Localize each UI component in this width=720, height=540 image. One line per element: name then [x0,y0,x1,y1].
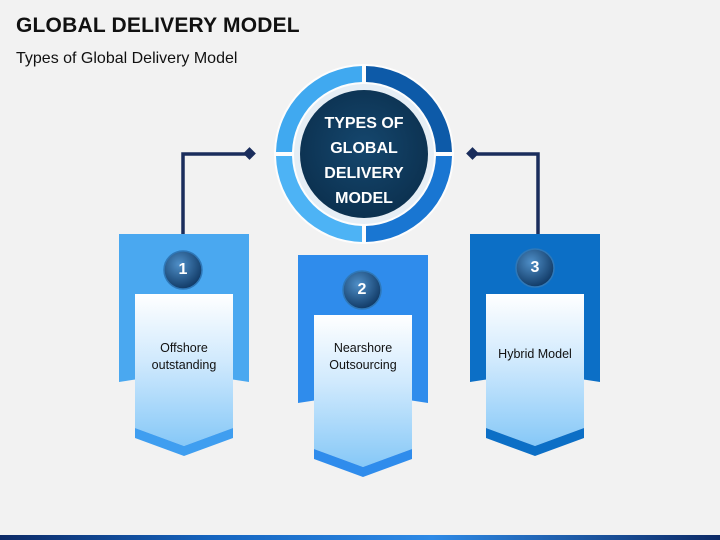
type-label-3: Hybrid Model [498,347,572,361]
bottom-accent-bar [0,535,720,540]
type-label-1: Offshore outstanding [151,341,217,372]
connector-left [181,147,256,234]
center-label: TYPES OF GLOBAL DELIVERY MODEL [324,115,404,207]
center-circle [300,90,428,218]
type-card-1 [119,234,249,456]
type-card-3 [470,234,600,456]
type-label-2: Nearshore Outsourcing [329,341,397,372]
type-number-1: 1 [178,261,188,278]
center-ring [274,64,454,244]
page-subtitle: Types of Global Delivery Model [16,50,238,67]
type-card-2 [298,255,428,477]
type-number-3: 3 [530,259,540,276]
type-number-2: 2 [357,281,367,298]
connector-right [466,147,540,234]
page-title: GLOBAL DELIVERY MODEL [16,14,300,37]
